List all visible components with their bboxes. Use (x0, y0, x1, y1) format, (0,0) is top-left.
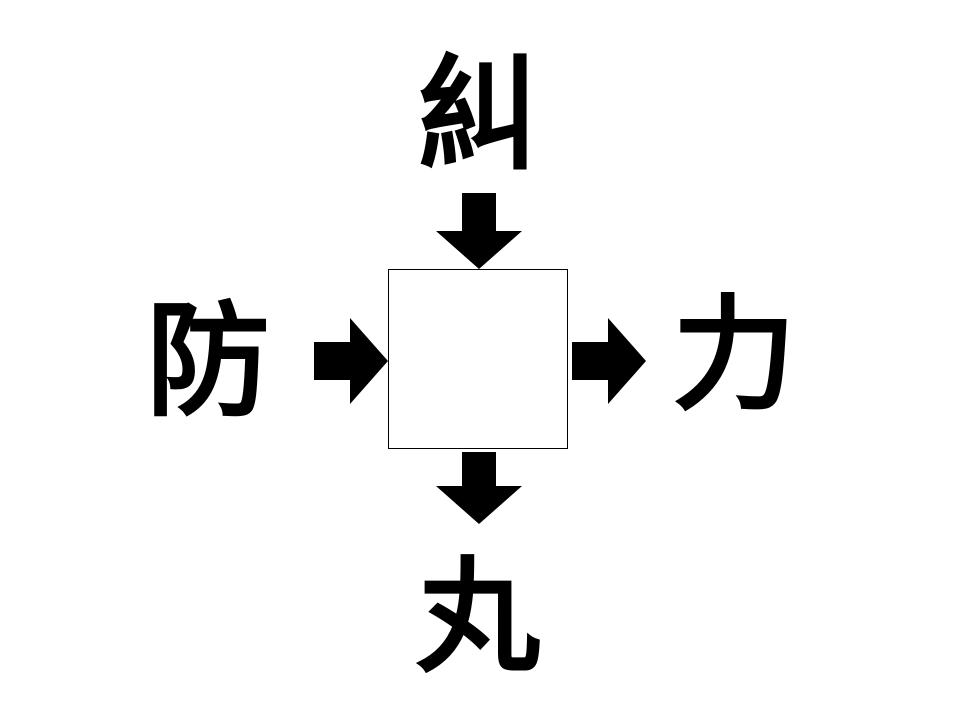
right-kanji: 力 (671, 284, 796, 428)
bottom-kanji: 丸 (415, 546, 540, 690)
arrow-down-top-icon (436, 193, 522, 269)
arrow-right-right-icon (572, 318, 646, 404)
left-kanji: 防 (145, 290, 270, 434)
arrow-down-bottom-icon (436, 452, 522, 524)
top-kanji: 糾 (415, 44, 540, 188)
arrow-right-left-icon (314, 318, 388, 404)
answer-box[interactable] (388, 269, 568, 449)
